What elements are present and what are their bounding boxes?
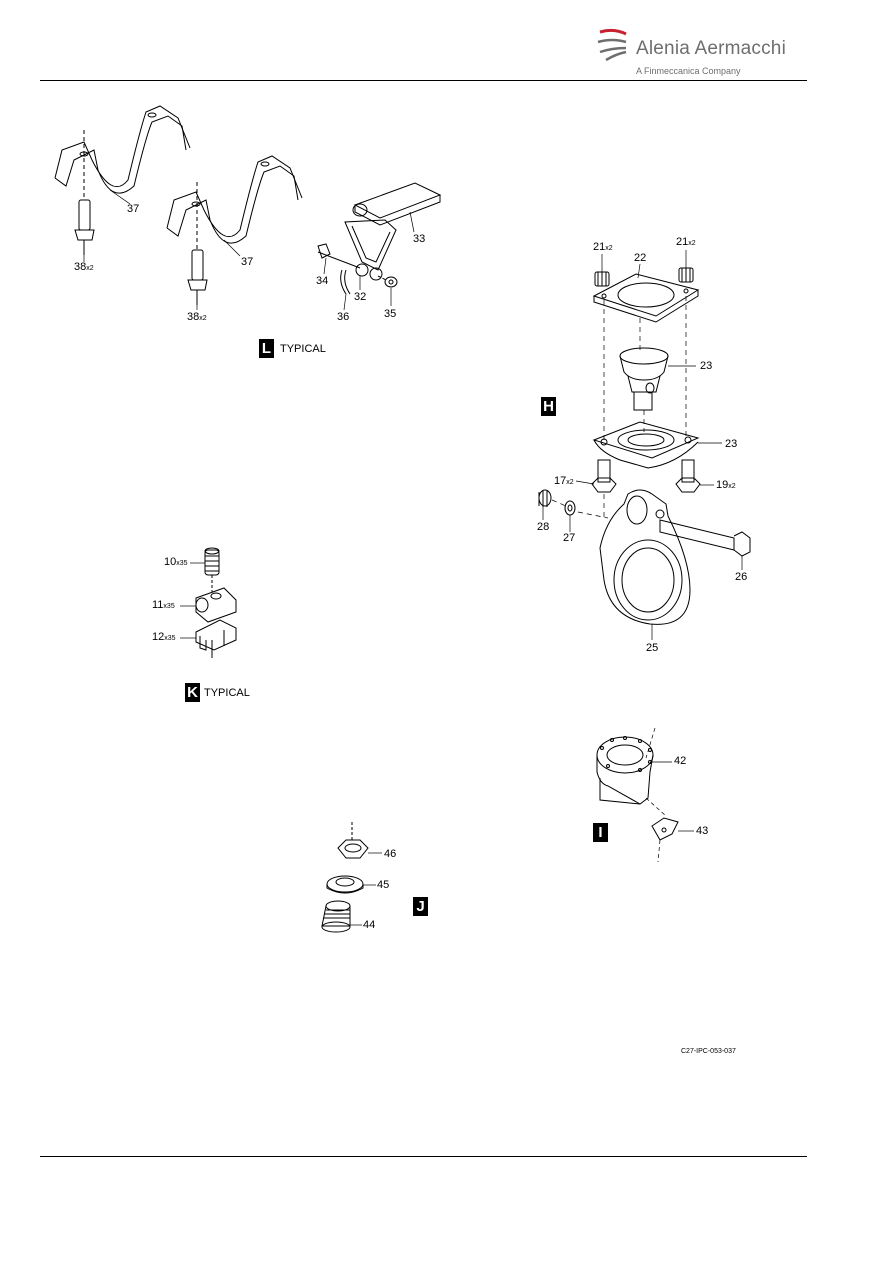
callout-38: 38x2 [74, 261, 94, 273]
view-label-k: K [185, 683, 200, 702]
washer-27 [564, 500, 576, 516]
bolt-38-right [187, 249, 208, 305]
hidden-lines-view-h [551, 296, 687, 519]
bolt-26 [659, 519, 751, 557]
bolt-17 [591, 459, 617, 493]
leaders-view-h [542, 250, 743, 640]
leaders-view-j [350, 852, 382, 926]
callout-28: 28 [537, 521, 550, 533]
callout-37: 37 [127, 203, 140, 215]
nut-21-right [678, 267, 694, 283]
logo-mark-icon [597, 28, 627, 62]
header-rule [40, 80, 807, 81]
callout-17: 17x2 [554, 475, 574, 487]
callout-22: 22 [634, 252, 647, 264]
callout-37: 37 [241, 256, 254, 268]
stud-10 [204, 547, 220, 592]
fitting-44 [321, 900, 351, 933]
leaders-view-k [180, 562, 205, 639]
callout-45: 45 [377, 879, 390, 891]
bolt-38-left [74, 199, 95, 255]
receptacle-12 [195, 619, 237, 658]
nut-28 [538, 489, 552, 507]
leaders-view-l [83, 189, 415, 311]
callout-46: 46 [384, 848, 397, 860]
callout-25: 25 [646, 642, 659, 654]
washer-45 [326, 875, 364, 894]
callout-42: 42 [674, 755, 687, 767]
callout-11: 11x35 [152, 599, 175, 611]
nut-46 [337, 822, 369, 859]
callout-32: 32 [354, 291, 367, 303]
figure-reference: C27-IPC-053-037 [681, 1048, 736, 1055]
callout-44: 44 [363, 919, 376, 931]
callout-12: 12x35 [152, 631, 176, 643]
view-label-h: H [541, 397, 556, 416]
callout-36: 36 [337, 311, 350, 323]
bracket-43 [651, 817, 679, 841]
retainer-11 [195, 587, 237, 623]
callout-23: 23 [700, 360, 713, 372]
callout-27: 27 [563, 532, 576, 544]
adapter-42 [596, 736, 654, 805]
base-23 [592, 421, 700, 469]
ring-25 [599, 489, 691, 625]
view-label-j: J [413, 897, 428, 916]
callout-21: 21x2 [593, 241, 613, 253]
plate-22 [592, 273, 700, 323]
cup-23 [619, 347, 669, 411]
clamp-37-right [166, 155, 303, 250]
callout-33: 33 [413, 233, 426, 245]
view-caption-k: TYPICAL [204, 687, 250, 699]
view-caption-l: TYPICAL [280, 343, 326, 355]
callout-35: 35 [384, 308, 397, 320]
callout-38: 38x2 [187, 311, 207, 323]
callout-26: 26 [735, 571, 748, 583]
callout-19: 19x2 [716, 479, 736, 491]
bolt-19 [675, 459, 701, 493]
callout-21: 21x2 [676, 236, 696, 248]
view-label-l: L [259, 339, 274, 358]
callout-23: 23 [725, 438, 738, 450]
leaders-view-i [645, 727, 694, 863]
company-subtitle: A Finmeccanica Company [636, 66, 741, 76]
latch-handle-assembly [317, 182, 442, 295]
view-label-i: I [593, 823, 608, 842]
callout-34: 34 [316, 275, 329, 287]
callout-43: 43 [696, 825, 709, 837]
company-name: Alenia Aermacchi [636, 38, 786, 59]
callout-10: 10x35 [164, 556, 188, 568]
company-logo: Alenia Aermacchi A Finmeccanica Company [596, 26, 796, 86]
clamp-37-left [54, 105, 191, 200]
nut-21-left [594, 271, 610, 287]
footer-rule [40, 1156, 807, 1157]
